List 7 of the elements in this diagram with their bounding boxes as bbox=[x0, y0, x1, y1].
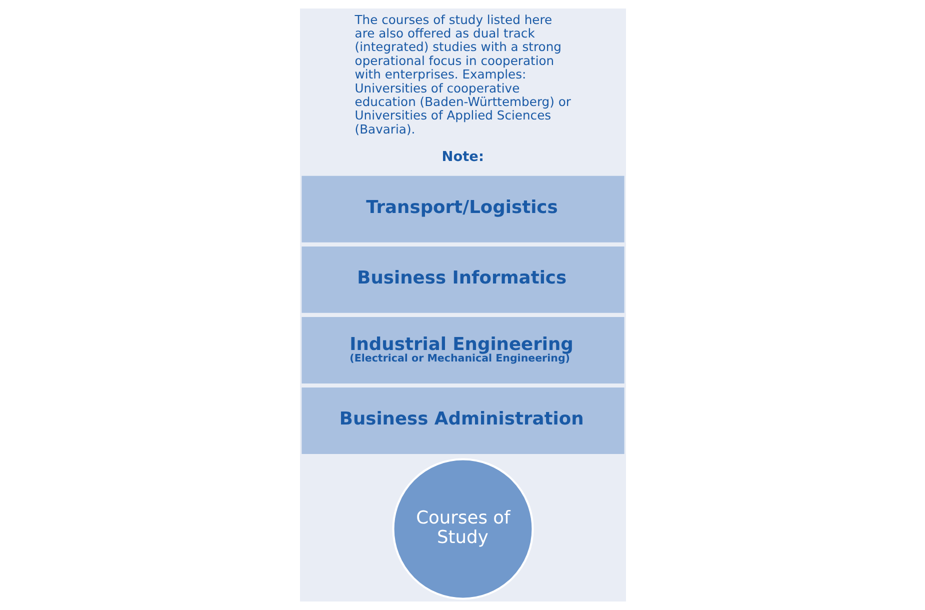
node-box: Industrial Engineering (Electrical or Mechanical Engineering) bbox=[301, 317, 624, 384]
node-circle: Courses of Study bbox=[392, 458, 534, 600]
label: Note: bbox=[441, 149, 484, 166]
node-box: Transport/Logistics bbox=[301, 176, 624, 242]
node-box: Business Informatics bbox=[301, 246, 624, 313]
label: The courses of study listed here are also offered as dual track (integrated) studies with a strong operational focus in cooperation with enterprises. Examples: Universities of cooperative education (Baden-Württemberg) or Universities of Applied Sciences (Bavaria). bbox=[354, 12, 570, 136]
node-box: Business Administration bbox=[301, 388, 624, 454]
